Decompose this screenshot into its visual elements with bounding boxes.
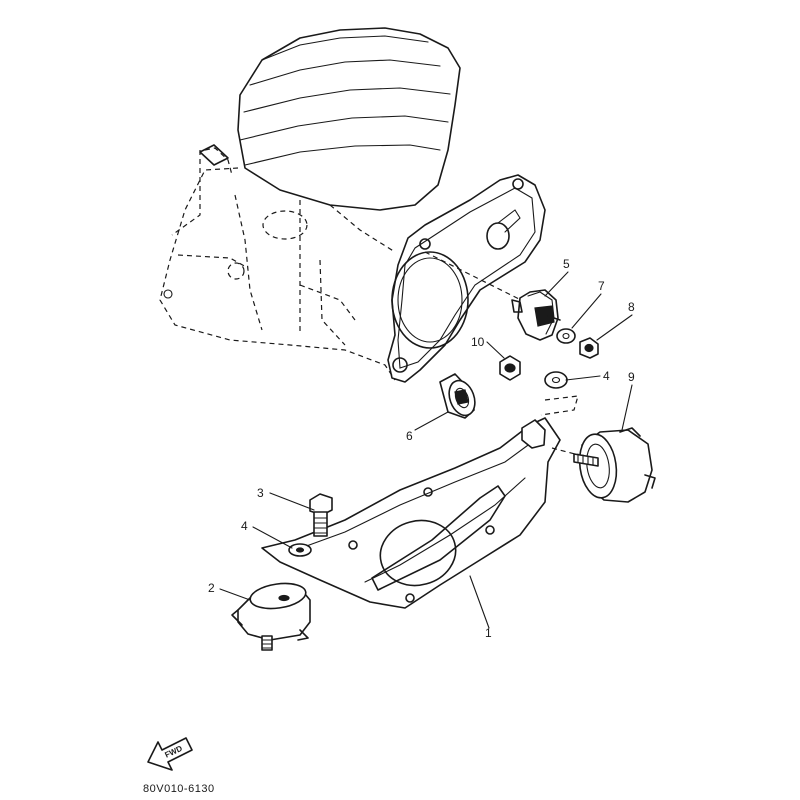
part-3-bolt (309, 493, 333, 537)
callout-labels: 5 7 8 10 4 9 6 3 4 2 1 (208, 257, 635, 640)
part-2-engine-mount (231, 582, 311, 651)
engine-outline (159, 27, 461, 381)
callout-3: 3 (257, 486, 264, 500)
callout-6: 6 (406, 429, 413, 443)
part-10-nut (499, 355, 521, 381)
callout-1: 1 (485, 626, 492, 640)
callout-9: 9 (628, 370, 635, 384)
part-7-nut (579, 337, 599, 359)
forward-arrow-icon: FWD (147, 737, 193, 771)
callout-5: 5 (563, 257, 570, 271)
part-5-bracket-stud (511, 289, 561, 341)
part-1-mounting-bracket (261, 417, 561, 609)
guide-line-upper (540, 395, 579, 416)
part-6-damper (439, 373, 476, 419)
cover-gasket (387, 174, 546, 383)
callout-4-lower: 4 (241, 519, 248, 533)
part-4-washer-upper (544, 371, 568, 389)
leader-lines (219, 271, 633, 629)
callout-2: 2 (208, 581, 215, 595)
callout-7: 8 (628, 300, 635, 314)
callout-10: 10 (471, 335, 485, 349)
part-9-engine-mount (573, 427, 656, 503)
guide-line-9 (551, 447, 591, 459)
part-4-washer-lower (288, 543, 312, 557)
part-8-washer (556, 328, 576, 344)
callout-8: 7 (598, 279, 605, 293)
callout-4-upper: 4 (603, 369, 610, 383)
diagram-part-number: 80V010-6130 (143, 783, 215, 795)
